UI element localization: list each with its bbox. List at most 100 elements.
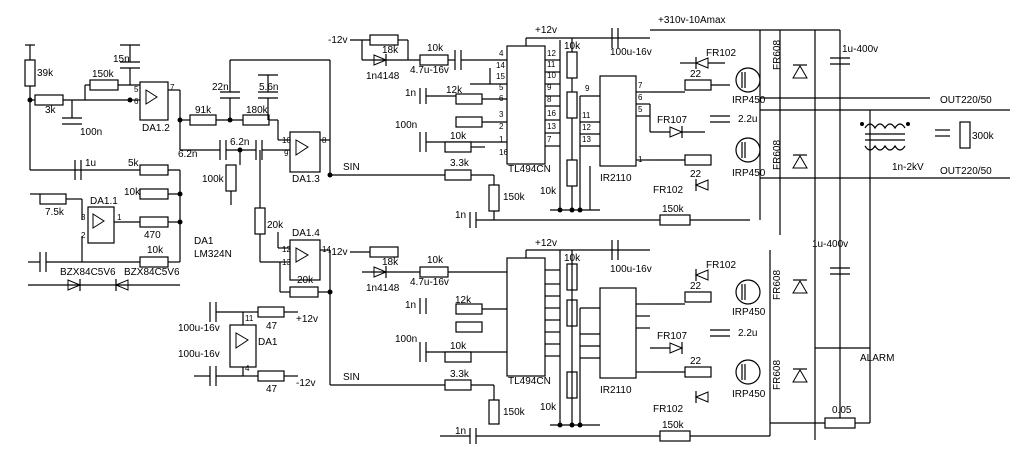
svg-text:9: 9 [547,83,552,92]
label-irp450-bottom-l: IRP450 [732,389,766,400]
label-47-b: 47 [266,384,278,395]
resistor-75k [39,193,67,205]
label-p12-da1: +12v [296,314,318,325]
svg-text:8: 8 [547,95,552,104]
label-1n4148-bottom: 1n4148 [366,283,400,294]
label-da13: DA1.3 [292,174,320,185]
label-tl494-bottom: TL494CN [508,376,551,387]
svg-text:13: 13 [582,135,591,144]
opamp-da13 [289,131,321,173]
channel-top: -12v 18k 1n4148 10k 4.7u-16v 12k 1n 100n [328,25,766,228]
resistor-47-a [257,306,285,318]
label-fr102-top-h: FR102 [706,48,736,59]
label-5k: 5k [128,158,140,169]
label-22u-top: 2.2u [738,114,757,125]
label-hv-rail: +310v-10Amax [658,15,726,26]
svg-text:15: 15 [496,72,505,81]
resistor-33k-top [444,169,472,181]
label-56n: 5.6n [259,82,278,93]
label-sin-top: SIN [343,162,360,173]
svg-text:12: 12 [547,49,556,58]
label-zener-b: BZX84C5V6 [124,267,180,278]
resistor-10k-b [139,256,169,268]
label-fr107-top: FR107 [657,115,687,126]
label-shunt: 0.05 [832,405,852,416]
svg-text:4: 4 [499,49,504,58]
label-22-bottom-h: 22 [690,281,702,292]
label-100u-bottom: 100u-16v [610,264,652,275]
label-33k-bottom: 3.3k [450,369,470,380]
label-1u400-bottom: 1u-400v [812,239,848,250]
label-62n-b: 6.2n [230,137,249,148]
resistor-180k [242,114,270,126]
label-18k-top: 18k [382,45,399,56]
svg-text:13: 13 [547,122,556,131]
svg-text:9: 9 [284,149,289,158]
label-91k: 91k [195,105,212,116]
label-150k-bottom: 150k [503,407,526,418]
label-fr102-bottom-h: FR102 [706,260,736,271]
resistor-150k-bottom [488,399,500,425]
resistor-150k-fb [89,79,119,91]
label-fr107-bottom: FR107 [657,331,687,342]
resistor-10k-top-in [419,54,449,66]
label-47-a: 47 [266,321,278,332]
svg-text:11: 11 [582,111,591,120]
label-out2: OUT220/50 [940,166,992,177]
label-1n-bottom-b: 1n [455,426,466,437]
label-47u-bottom: 4.7u-16v [410,277,449,288]
svg-text:6: 6 [134,97,139,106]
label-lm324: LM324N [194,249,232,260]
label-180k: 180k [246,105,269,116]
svg-text:2: 2 [81,231,86,240]
resistor-top-r2 [566,91,578,119]
resistor-top-b [455,116,483,128]
svg-text:10: 10 [547,71,556,80]
resistor-150k-top-fb [659,214,691,226]
opamp-da12 [139,81,169,121]
resistor-5k [139,164,169,176]
label-m12-bottom: -12v [328,247,347,258]
label-da1: DA1 [194,236,214,247]
svg-text:5: 5 [134,85,139,94]
label-100u-a: 100u-16v [178,323,220,334]
label-tl494-top: TL494CN [508,164,551,175]
label-100k-a: 100k [202,174,225,185]
label-ir2110-bottom: IR2110 [600,385,632,396]
svg-text:4: 4 [245,364,250,373]
svg-text:2: 2 [499,122,504,131]
resistor-22-bottom-h [684,291,712,303]
label-150k-bottom-fb: 150k [662,420,685,431]
svg-text:12: 12 [282,245,291,254]
label-fr102-top-l: FR102 [653,185,683,196]
label-m12-top: -12v [328,35,347,46]
opamp-da1-power [229,324,257,368]
label-10k-a: 10k [124,187,141,198]
label-22-bottom-l: 22 [690,356,702,367]
label-fr608-a: FR608 [772,40,783,70]
channel-bottom: -12v 18k 1n4148 10k 4.7u-16v 12k 1n 100n… [328,238,771,444]
label-18k-bottom: 18k [382,257,399,268]
resistor-47-b [257,370,285,382]
label-150k-top-fb: 150k [662,204,685,215]
label-10k-bottom-fb: 10k [450,341,467,352]
resistor-10k-bottom-in [419,266,449,278]
label-10k-top-in: 10k [427,43,444,54]
label-sin-bottom: SIN [343,372,360,383]
label-100u-b: 100u-16v [178,349,220,360]
resistor-22-bottom-l [684,366,712,378]
choke-bottom [864,144,906,151]
label-10k-top-r3: 10k [540,186,557,197]
label-150k-top: 150k [503,192,526,203]
resistor-150k-bottom-fb [659,430,691,442]
label-100n-bottom: 100n [395,334,417,345]
label-1n-top-b: 1n [455,210,466,221]
svg-text:16: 16 [547,109,556,118]
svg-text:5: 5 [638,105,643,114]
resistor-10k-top-r [566,51,578,79]
label-12k-top: 12k [446,85,463,96]
resistor-39k [24,59,36,87]
opamp-da11 [87,206,115,244]
mosfet-top-low [735,137,761,163]
